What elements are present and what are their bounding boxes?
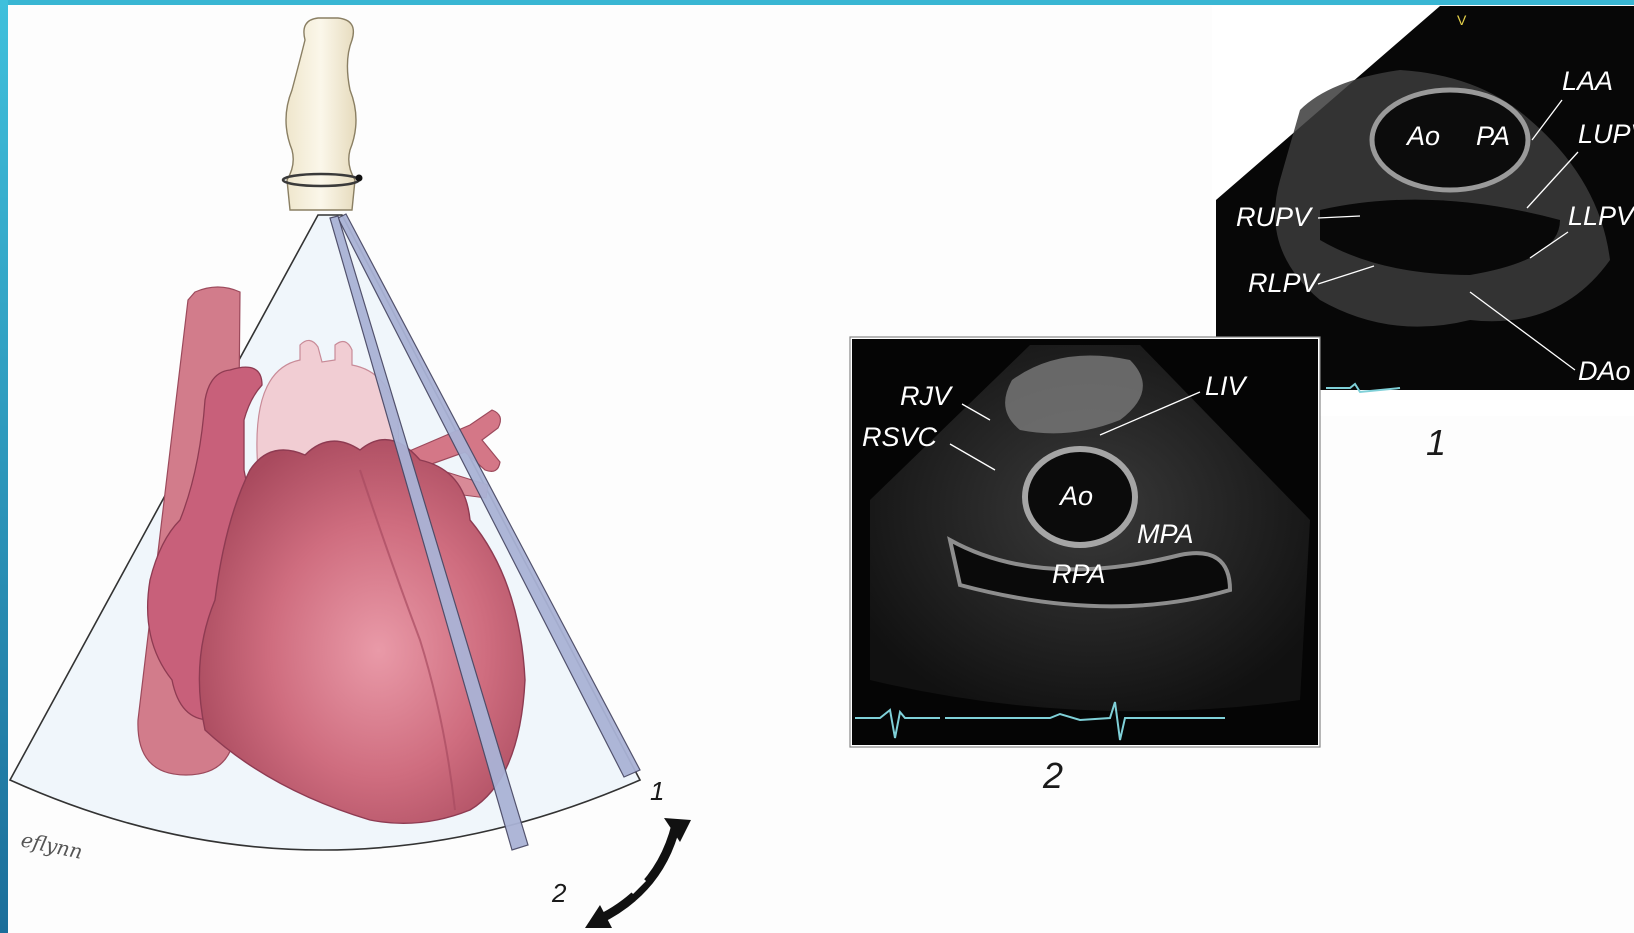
label-dao: DAo bbox=[1578, 356, 1631, 386]
ultrasound-probe-icon bbox=[286, 18, 356, 210]
label-ao-2: Ao bbox=[1058, 481, 1093, 511]
label-lupv: LUPV bbox=[1578, 119, 1634, 149]
label-pa-1: PA bbox=[1476, 121, 1510, 151]
double-curved-arrow-icon bbox=[585, 818, 691, 928]
plane-1-label: 1 bbox=[650, 776, 664, 806]
label-rlpv: RLPV bbox=[1248, 268, 1322, 298]
label-rupv: RUPV bbox=[1236, 202, 1314, 232]
echo-panel-2-number: 2 bbox=[1042, 755, 1063, 796]
label-laa: LAA bbox=[1562, 66, 1613, 96]
echo-panel-2: RJV RSVC LIV Ao MPA RPA 2 bbox=[850, 337, 1320, 796]
echo-panel-1-number: 1 bbox=[1426, 422, 1446, 463]
label-rjv: RJV bbox=[900, 381, 954, 411]
label-mpa: MPA bbox=[1137, 519, 1194, 549]
panel-1-marker-v: V bbox=[1457, 12, 1467, 28]
label-llpv: LLPV bbox=[1568, 201, 1634, 231]
label-liv: LIV bbox=[1205, 371, 1249, 401]
plane-2-label: 2 bbox=[551, 878, 567, 908]
probe-marker-dot bbox=[356, 175, 363, 182]
label-rsvc: RSVC bbox=[862, 422, 938, 452]
label-rpa: RPA bbox=[1052, 559, 1106, 589]
heart-illustration: 1 2 eflynn bbox=[10, 18, 691, 928]
label-ao-1: Ao bbox=[1405, 121, 1440, 151]
artist-signature: eflynn bbox=[19, 827, 85, 863]
